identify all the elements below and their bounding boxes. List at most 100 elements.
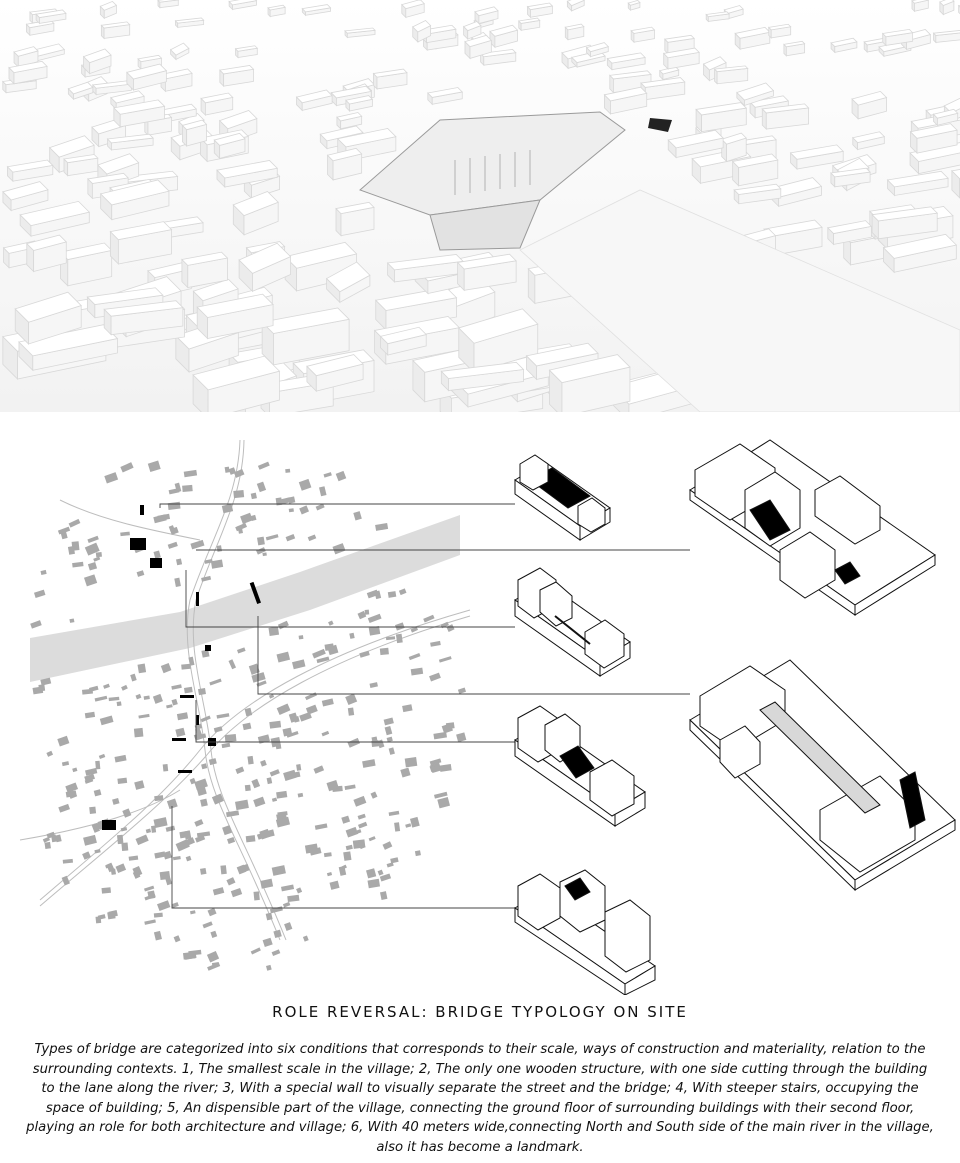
building-footprint: [282, 901, 291, 908]
building-footprint: [93, 556, 101, 562]
building-mass: [192, 355, 281, 391]
building-footprint: [347, 707, 355, 716]
building-footprint: [345, 826, 359, 838]
road-network: [19, 439, 471, 941]
building-footprint: [153, 930, 162, 941]
building-footprint: [366, 868, 377, 879]
building-footprint: [314, 823, 328, 830]
building-footprint: [245, 835, 256, 843]
building-footprint: [201, 575, 212, 582]
building-mass: [181, 119, 208, 131]
building-footprint: [259, 828, 271, 840]
building-footprint: [91, 822, 101, 833]
building-footprint: [164, 875, 173, 886]
building-footprint: [172, 855, 181, 861]
building-footprint: [201, 763, 208, 770]
building-footprint: [145, 828, 152, 834]
building-footprint: [388, 810, 400, 816]
building-footprint: [168, 488, 180, 495]
building-footprint: [262, 937, 273, 948]
building-footprint: [297, 792, 304, 798]
building-footprint: [400, 767, 411, 778]
building-footprint: [309, 847, 322, 856]
building-footprint: [266, 964, 272, 971]
building-footprint: [93, 789, 102, 797]
aerial-massing-render: [0, 0, 960, 412]
building-footprint: [132, 870, 141, 879]
building-footprint: [212, 887, 225, 896]
building-mass: [525, 342, 599, 367]
building-mass: [851, 90, 888, 106]
building-footprint: [194, 819, 204, 827]
building-footprint: [341, 864, 347, 870]
building-mass: [548, 354, 631, 384]
building-footprint: [321, 730, 330, 737]
building-footprint: [68, 518, 81, 528]
building-footprint: [359, 650, 370, 658]
building-mass: [731, 153, 779, 168]
building-footprint: [57, 526, 71, 535]
building-footprint: [362, 759, 376, 768]
building-footprint: [58, 803, 70, 813]
building-mass: [830, 37, 858, 48]
building-mass: [216, 160, 279, 179]
building-footprint: [84, 778, 94, 784]
building-footprint: [151, 825, 157, 833]
building-footprint: [189, 777, 196, 785]
building-footprint: [347, 737, 361, 748]
building-mass: [335, 201, 375, 215]
building-footprint: [345, 693, 358, 706]
building-mass: [851, 131, 886, 144]
building-mass: [267, 4, 286, 11]
building-footprint: [269, 720, 282, 729]
building-footprint: [207, 907, 217, 917]
building-footprint: [257, 461, 270, 470]
building-footprint: [157, 900, 171, 912]
building-footprint: [190, 539, 205, 550]
building-footprint: [390, 857, 399, 864]
building-footprint: [189, 910, 196, 915]
building-footprint: [257, 734, 270, 744]
building-footprint: [379, 647, 389, 656]
building-mass: [87, 172, 129, 184]
building-footprint: [457, 687, 467, 694]
building-footprint: [46, 750, 54, 757]
building-footprint: [200, 715, 211, 723]
building-footprint: [312, 648, 326, 659]
building-footprint: [194, 723, 203, 731]
building-footprint: [307, 534, 317, 542]
building-footprint: [316, 656, 330, 664]
building-footprint: [386, 862, 394, 868]
building-footprint: [251, 672, 266, 683]
building-footprint: [430, 640, 441, 647]
building-footprint: [122, 808, 132, 818]
building-mass: [761, 103, 810, 114]
building-footprint: [220, 865, 227, 875]
building-mass: [713, 65, 749, 73]
building-footprint: [230, 887, 243, 898]
building-footprint: [44, 841, 51, 850]
building-footprint: [120, 462, 134, 473]
building-mass: [8, 60, 48, 74]
building-footprint: [358, 840, 366, 850]
building-footprint: [101, 887, 111, 894]
building-footprint: [95, 760, 101, 770]
building-footprint: [32, 686, 44, 695]
building-footprint: [184, 686, 193, 694]
building-footprint: [136, 570, 145, 577]
building-footprint: [84, 711, 96, 719]
building-footprint: [62, 858, 74, 864]
building-mass: [830, 167, 871, 178]
building-footprint: [414, 850, 421, 857]
building-footprint: [236, 864, 247, 875]
building-footprint: [384, 725, 393, 736]
building-mass: [457, 308, 539, 344]
building-footprint: [195, 727, 203, 738]
diagram-title: ROLE REVERSAL: BRIDGE TYPOLOGY ON SITE: [272, 1003, 688, 1021]
building-footprint: [176, 558, 183, 566]
building-footprint: [61, 761, 70, 767]
building-footprint: [195, 834, 206, 843]
building-mass: [200, 92, 234, 104]
bridge-type-2-axonometric: [514, 567, 631, 677]
building-footprint: [154, 851, 166, 859]
